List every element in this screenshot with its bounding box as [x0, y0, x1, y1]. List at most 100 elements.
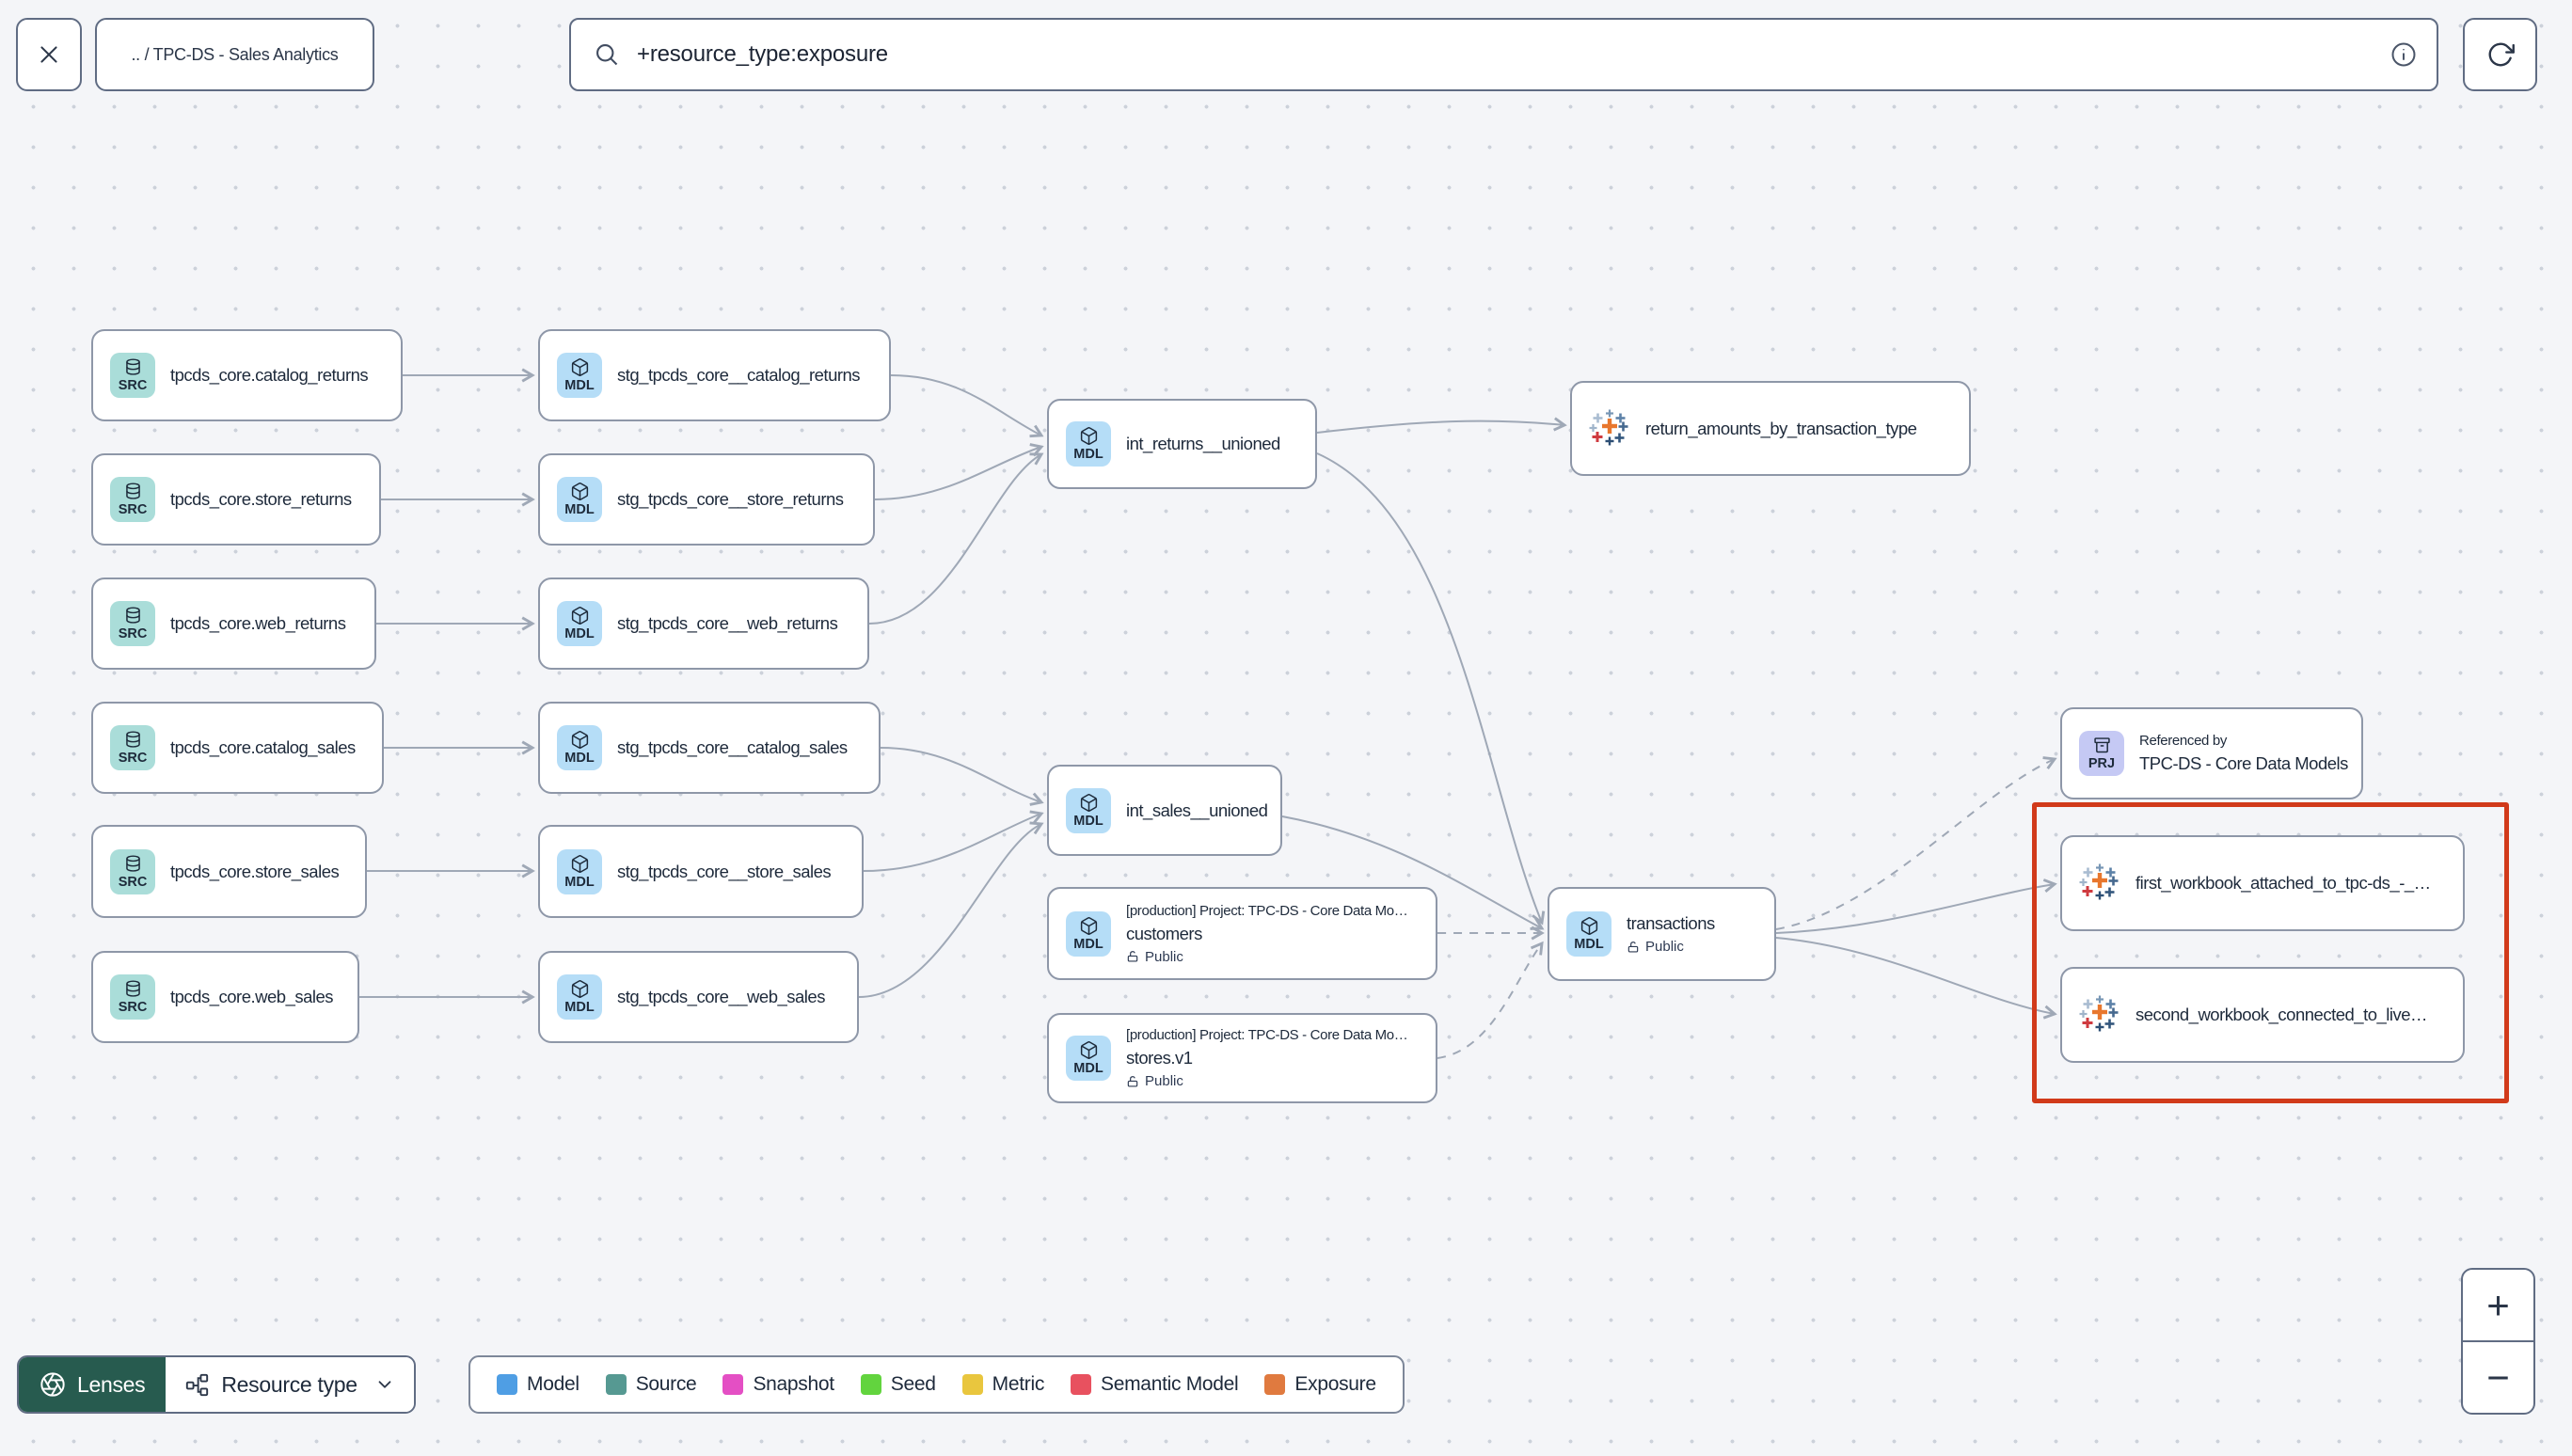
search-bar[interactable] — [569, 18, 2438, 91]
zoom-controls: + − — [2461, 1268, 2535, 1415]
referenced-by-title: Referenced by — [2139, 733, 2228, 749]
edge-stg-web-returns-int — [868, 452, 1044, 625]
breadcrumb-label: .. / TPC-DS - Sales Analytics — [131, 44, 339, 64]
node-project-line: [production] Project: TPC-DS - Core Data… — [1126, 902, 1408, 919]
node-stg-tpcds-core-catalog-sales[interactable]: MDL stg_tpcds_core__catalog_sales — [538, 702, 881, 794]
node-tpcds-core-store-sales[interactable]: SRC tpcds_core.store_sales — [91, 825, 367, 918]
node-label: stg_tpcds_core__store_sales — [617, 861, 832, 881]
tableau-icon — [2079, 863, 2120, 904]
node-label: stg_tpcds_core__web_returns — [617, 613, 838, 633]
edge-transactions-referenced-project — [1775, 756, 2057, 930]
edge-stg-web-sales-int — [858, 821, 1044, 998]
search-input[interactable] — [635, 40, 2371, 69]
resource-type-label: Resource type — [221, 1371, 357, 1397]
node-first-workbook[interactable]: first_workbook_attached_to_tpc-ds_-_… — [2060, 835, 2465, 931]
lenses-control-group: Lenses Resource type — [17, 1355, 416, 1414]
edge-int-returns-transactions — [1316, 452, 1546, 926]
node-label: tpcds_core.catalog_returns — [170, 365, 369, 385]
minus-icon: − — [2486, 1354, 2510, 1400]
node-customers[interactable]: MDL [production] Project: TPC-DS - Core … — [1047, 887, 1437, 980]
refresh-icon — [2486, 40, 2515, 69]
edge-transactions-second-workbook — [1775, 937, 2057, 1020]
node-label: stores.v1 — [1126, 1048, 1193, 1068]
legend-swatch — [1071, 1374, 1092, 1395]
search-icon — [594, 41, 620, 68]
source-icon: SRC — [110, 848, 155, 894]
node-tpcds-core-web-sales[interactable]: SRC tpcds_core.web_sales — [91, 951, 359, 1043]
node-tpcds-core-web-returns[interactable]: SRC tpcds_core.web_returns — [91, 578, 376, 670]
legend-item-semantic-model: Semantic Model — [1071, 1373, 1239, 1396]
tableau-icon — [2079, 994, 2120, 1036]
node-label: stg_tpcds_core__catalog_returns — [617, 365, 861, 385]
visibility-badge: Public — [1126, 1073, 1407, 1089]
model-icon: MDL — [1066, 910, 1111, 957]
edge-stores-transactions — [1437, 941, 1544, 1059]
unlock-icon — [1126, 1075, 1139, 1088]
node-referenced-by-project[interactable]: PRJ Referenced by TPC-DS - Core Data Mod… — [2060, 707, 2363, 799]
edge-transactions-first-workbook — [1775, 878, 2057, 934]
breadcrumb[interactable]: .. / TPC-DS - Sales Analytics — [95, 18, 374, 91]
node-label: customers — [1126, 923, 1202, 943]
close-button[interactable] — [16, 18, 82, 91]
model-icon: MDL — [557, 974, 602, 1020]
close-icon — [37, 42, 61, 67]
sitemap-icon — [184, 1372, 210, 1398]
lenses-button[interactable]: Lenses — [19, 1357, 167, 1412]
edge-stg-store-returns-int — [874, 443, 1044, 500]
node-label: first_workbook_attached_to_tpc-ds_-_… — [2135, 873, 2431, 893]
node-stg-tpcds-core-web-returns[interactable]: MDL stg_tpcds_core__web_returns — [538, 578, 869, 670]
node-label: tpcds_core.store_sales — [170, 861, 340, 881]
model-icon: MDL — [557, 353, 602, 398]
aperture-icon — [40, 1371, 66, 1398]
node-stores-v1[interactable]: MDL [production] Project: TPC-DS - Core … — [1047, 1013, 1437, 1103]
node-label: stg_tpcds_core__catalog_sales — [617, 737, 848, 757]
model-icon: MDL — [557, 725, 602, 770]
search-info-button[interactable] — [2389, 40, 2418, 69]
model-icon: MDL — [557, 601, 602, 646]
node-stg-tpcds-core-store-returns[interactable]: MDL stg_tpcds_core__store_returns — [538, 453, 875, 546]
source-icon: SRC — [110, 477, 155, 522]
source-icon: SRC — [110, 601, 155, 646]
resource-type-dropdown[interactable]: Resource type — [166, 1357, 414, 1412]
legend-item-snapshot: Snapshot — [722, 1373, 834, 1396]
model-icon: MDL — [1066, 787, 1111, 833]
refresh-button[interactable] — [2463, 18, 2537, 91]
model-icon: MDL — [1566, 911, 1611, 957]
model-icon: MDL — [1066, 421, 1111, 467]
node-tpcds-core-catalog-sales[interactable]: SRC tpcds_core.catalog_sales — [91, 702, 384, 794]
node-stg-tpcds-core-store-sales[interactable]: MDL stg_tpcds_core__store_sales — [538, 825, 864, 918]
node-return-amounts-by-transaction-type[interactable]: return_amounts_by_transaction_type — [1570, 381, 1971, 476]
visibility-badge: Public — [1627, 939, 1715, 955]
node-label: transactions — [1627, 913, 1715, 933]
lenses-label: Lenses — [77, 1371, 146, 1397]
exposure-highlight-box — [2032, 802, 2509, 1103]
legend-swatch — [1264, 1374, 1286, 1395]
project-icon: PRJ — [2079, 731, 2124, 776]
legend-item-metric: Metric — [961, 1373, 1044, 1396]
node-label: stg_tpcds_core__store_returns — [617, 489, 844, 509]
node-tpcds-core-catalog-returns[interactable]: SRC tpcds_core.catalog_returns — [91, 329, 403, 421]
node-label: int_returns__unioned — [1126, 434, 1280, 453]
node-transactions[interactable]: MDL transactions Public — [1548, 887, 1776, 981]
model-icon: MDL — [557, 477, 602, 522]
source-icon: SRC — [110, 725, 155, 770]
node-label: tpcds_core.catalog_sales — [170, 737, 356, 757]
legend-swatch — [497, 1374, 517, 1395]
node-second-workbook[interactable]: second_workbook_connected_to_live… — [2060, 967, 2465, 1063]
node-int-sales-unioned[interactable]: MDL int_sales__unioned — [1047, 765, 1282, 856]
zoom-out-button[interactable]: − — [2463, 1342, 2533, 1413]
node-label: tpcds_core.web_sales — [170, 987, 334, 1006]
edge-int-returns-exposure — [1316, 417, 1567, 434]
node-label: second_workbook_connected_to_live… — [2135, 1005, 2428, 1024]
node-tpcds-core-store-returns[interactable]: SRC tpcds_core.store_returns — [91, 453, 381, 546]
node-stg-tpcds-core-catalog-returns[interactable]: MDL stg_tpcds_core__catalog_returns — [538, 329, 891, 421]
info-icon — [2389, 40, 2418, 69]
node-int-returns-unioned[interactable]: MDL int_returns__unioned — [1047, 399, 1317, 489]
unlock-icon — [1126, 950, 1139, 963]
zoom-in-button[interactable]: + — [2463, 1270, 2533, 1342]
resource-type-legend: Model Source Snapshot Seed Metric Semant… — [468, 1355, 1405, 1414]
edge-stg-catalog-returns-int — [890, 374, 1044, 438]
model-icon: MDL — [557, 848, 602, 894]
node-stg-tpcds-core-web-sales[interactable]: MDL stg_tpcds_core__web_sales — [538, 951, 859, 1043]
node-label: tpcds_core.web_returns — [170, 613, 346, 633]
